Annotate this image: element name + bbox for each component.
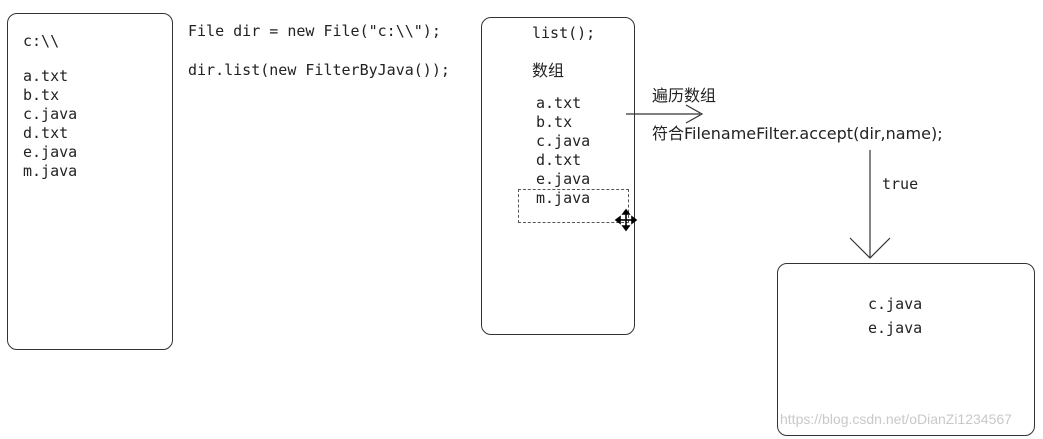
source-directory-box: c:\\ a.txt b.tx c.java d.txt e.java m.ja… <box>7 13 173 350</box>
source-file-item: b.tx <box>23 86 60 104</box>
result-file-list: c.java e.java <box>868 292 922 340</box>
source-file-item: c.java <box>23 105 78 123</box>
true-arrow <box>849 150 891 259</box>
true-label: true <box>882 175 919 193</box>
watermark: https://blog.csdn.net/oDianZi1234567 <box>780 411 1012 427</box>
array-file-item: c.java <box>536 132 591 150</box>
move-cursor-icon <box>614 208 638 232</box>
source-file-item: e.java <box>23 143 78 161</box>
source-file-item: m.java <box>23 162 78 180</box>
list-array-box: list(); 数组 a.txt b.tx c.java d.txt e.jav… <box>481 17 635 335</box>
source-file-item: d.txt <box>23 124 69 142</box>
filter-accept-text: 符合FilenameFilter.accept(dir,name); <box>652 124 943 143</box>
array-file-item: m.java <box>536 189 591 207</box>
selection-marquee[interactable] <box>518 189 629 223</box>
array-file-item: e.java <box>536 170 591 188</box>
result-file-item: e.java <box>868 319 923 337</box>
array-file-item: b.tx <box>536 113 573 131</box>
source-directory-title: c:\\ <box>23 32 60 50</box>
filtered-result-box: c.java e.java <box>777 263 1035 436</box>
iterate-arrow <box>626 104 704 124</box>
array-file-item: a.txt <box>536 94 582 112</box>
array-file-list: a.txt b.tx c.java d.txt e.java m.java <box>536 94 590 208</box>
source-file-item: a.txt <box>23 67 69 85</box>
iterate-array-label: 遍历数组 <box>652 86 717 105</box>
result-file-item: c.java <box>868 295 923 313</box>
source-file-list: a.txt b.tx c.java d.txt e.java m.java <box>23 67 77 181</box>
array-file-item: d.txt <box>536 151 582 169</box>
array-label: 数组 <box>532 61 565 80</box>
code-line-file-dir: File dir = new File("c:\\"); <box>188 22 441 40</box>
filter-accept-label: 符合FilenameFilter.accept(dir,name); <box>652 124 943 144</box>
list-call-label: list(); <box>532 24 596 42</box>
code-line-dir-list: dir.list(new FilterByJava()); <box>188 61 450 79</box>
